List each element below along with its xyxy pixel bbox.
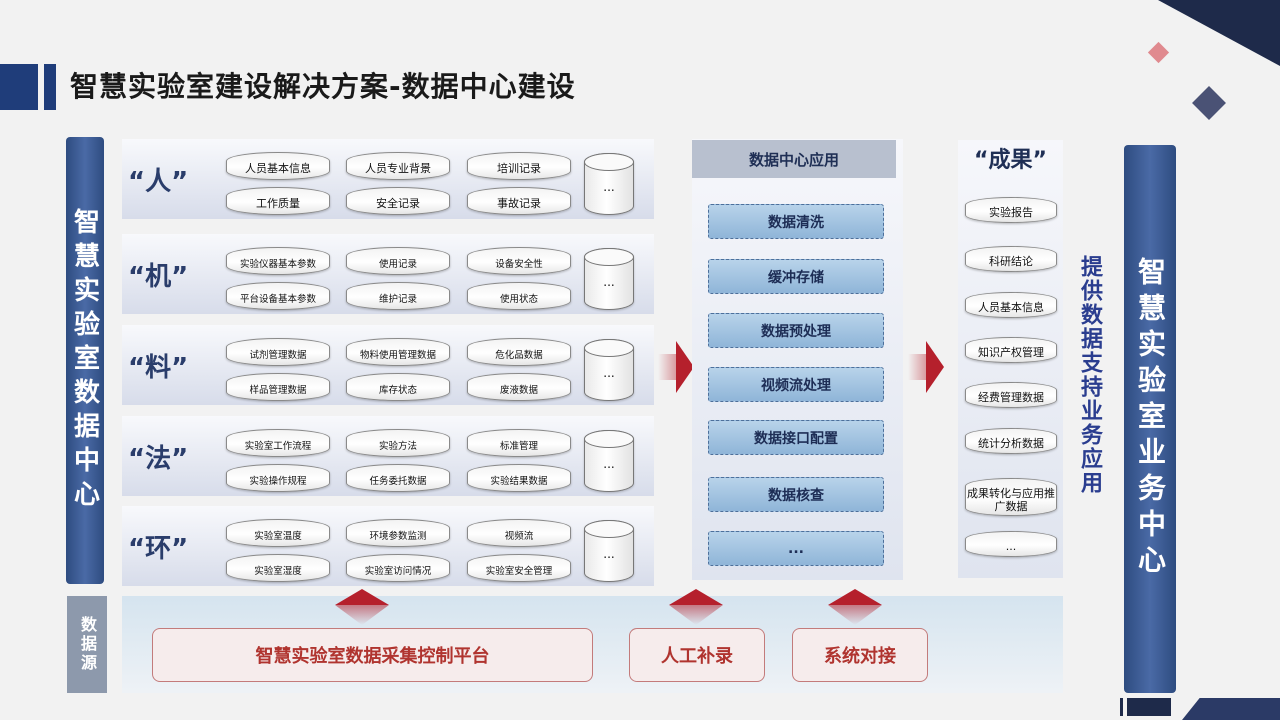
process-step: 数据核查 (708, 477, 884, 512)
page-title: 智慧实验室建设解决方案-数据中心建设 (70, 70, 576, 103)
result-item: 科研结论 (965, 246, 1057, 272)
header-accent-bar-small (44, 64, 56, 110)
process-step: 数据预处理 (708, 313, 884, 348)
right-sidebar-business-center: 智慧实验室业务中心 (1124, 145, 1176, 693)
category-label: “人” (128, 167, 189, 197)
result-item: 人员基本信息 (965, 292, 1057, 318)
data-item: 实验室访问情况 (346, 554, 450, 582)
data-item: 物料使用管理数据 (346, 338, 450, 366)
data-source-label-box: 数据源 (67, 596, 107, 693)
data-item: 人员基本信息 (226, 152, 330, 180)
process-step: ... (708, 531, 884, 566)
database-cylinder-icon: ... (584, 339, 634, 401)
data-item: 实验方法 (346, 429, 450, 457)
database-cylinder-icon: ... (584, 520, 634, 582)
source-system-integration: 系统对接 (792, 628, 928, 682)
data-item: 培训记录 (467, 152, 571, 180)
data-item: 使用记录 (346, 247, 450, 275)
database-more: ... (603, 275, 615, 289)
process-step: 视频流处理 (708, 367, 884, 402)
result-item: 知识产权管理 (965, 337, 1057, 363)
flow-arrow-tail (658, 354, 680, 380)
data-item: 样品管理数据 (226, 373, 330, 401)
source-manual-entry: 人工补录 (629, 628, 765, 682)
category-label: “法” (128, 444, 189, 474)
data-item: 实验室温度 (226, 519, 330, 547)
data-item: 工作质量 (226, 187, 330, 215)
data-item: 人员专业背景 (346, 152, 450, 180)
database-more: ... (603, 457, 615, 471)
data-item: 任务委托数据 (346, 464, 450, 492)
database-more: ... (603, 180, 615, 194)
data-item: 实验室工作流程 (226, 429, 330, 457)
database-cylinder-icon: ... (584, 430, 634, 492)
category-label: “料” (128, 353, 189, 383)
header-accent-bar (0, 64, 38, 110)
data-item: 平台设备基本参数 (226, 282, 330, 310)
category-label: “机” (128, 262, 189, 292)
process-step: 数据接口配置 (708, 420, 884, 455)
support-business-text: 提供数据支持业务应用 (1073, 255, 1105, 495)
data-item: 危化品数据 (467, 338, 571, 366)
footer-accent-shape (1182, 698, 1280, 720)
data-item: 视频流 (467, 519, 571, 547)
data-item: 设备安全性 (467, 247, 571, 275)
upload-arrow-up-icon (669, 589, 723, 605)
footer-accent-bar (1127, 698, 1171, 716)
data-item: 环境参数监测 (346, 519, 450, 547)
database-cylinder-icon: ... (584, 248, 634, 310)
flow-arrow-right-icon (926, 341, 944, 393)
category-label: “环” (128, 534, 189, 564)
left-sidebar-label: 智慧实验室数据中心 (69, 207, 100, 514)
database-cylinder-icon: ... (584, 153, 634, 215)
data-item: 使用状态 (467, 282, 571, 310)
left-sidebar-data-center: 智慧实验室数据中心 (66, 137, 104, 584)
data-item: 实验操作规程 (226, 464, 330, 492)
upload-arrow-up-icon (335, 589, 389, 605)
database-more: ... (603, 547, 615, 561)
corner-triangle-decoration (1158, 0, 1280, 66)
right-sidebar-label: 智慧实验室业务中心 (1134, 257, 1167, 581)
data-item: 事故记录 (467, 187, 571, 215)
database-more: ... (603, 366, 615, 380)
result-item: ... (965, 531, 1057, 557)
result-item: 实验报告 (965, 197, 1057, 223)
result-item: 经费管理数据 (965, 382, 1057, 408)
support-business-label: 提供数据支持业务应用 (1077, 255, 1102, 495)
data-item: 标准管理 (467, 429, 571, 457)
data-item: 维护记录 (346, 282, 450, 310)
footer-accent-bar (1120, 698, 1123, 716)
source-acquisition-platform: 智慧实验室数据采集控制平台 (152, 628, 593, 682)
data-center-app-title: 数据中心应用 (692, 140, 896, 178)
data-item: 实验室安全管理 (467, 554, 571, 582)
flow-arrow-tail (908, 354, 930, 380)
data-item: 安全记录 (346, 187, 450, 215)
data-item: 实验结果数据 (467, 464, 571, 492)
data-item: 实验仪器基本参数 (226, 247, 330, 275)
results-title: “成果” (974, 148, 1047, 173)
result-item: 成果转化与应用推广数据 (965, 478, 1057, 516)
data-item: 库存状态 (346, 373, 450, 401)
process-step: 数据清洗 (708, 204, 884, 239)
upload-arrow-up-icon (828, 589, 882, 605)
data-source-label: 数据源 (78, 616, 97, 673)
data-item: 试剂管理数据 (226, 338, 330, 366)
process-step: 缓冲存储 (708, 259, 884, 294)
result-item: 统计分析数据 (965, 428, 1057, 454)
data-item: 废液数据 (467, 373, 571, 401)
flow-arrow-right-icon (676, 341, 694, 393)
diamond-decoration-navy (1192, 86, 1226, 120)
data-item: 实验室湿度 (226, 554, 330, 582)
